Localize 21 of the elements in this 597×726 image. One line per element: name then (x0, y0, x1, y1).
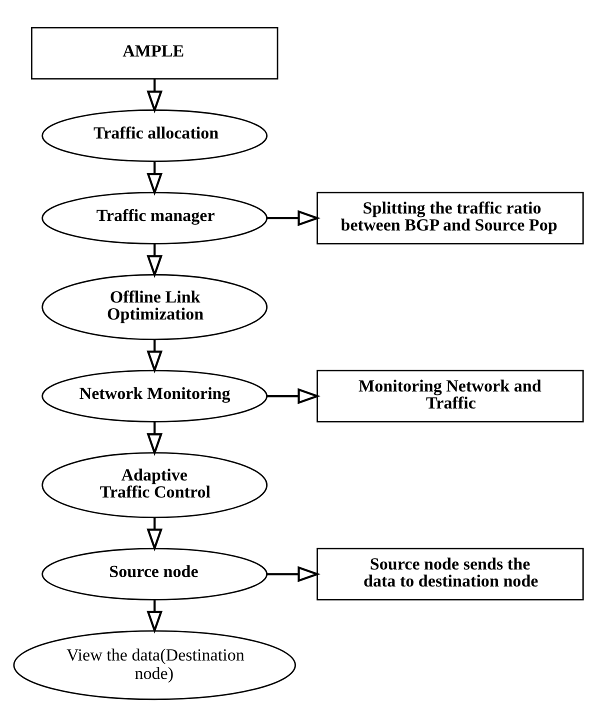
node-box: Splitting the traffic ratio between BGP and Source Pop (316, 191, 584, 244)
node-ellipse: Network Monitoring (42, 369, 268, 422)
node-box: Monitoring Network and Traffic (316, 369, 584, 422)
node-ellipse: Offline Link Optimization (42, 274, 268, 340)
node-ellipse: Adaptive Traffic Control (42, 452, 268, 518)
arrow (146, 244, 163, 278)
arrow (267, 566, 320, 582)
node-box: AMPLE (30, 26, 278, 80)
node-box: Source node sends the data to destination node (316, 547, 584, 600)
arrow (146, 160, 163, 196)
arrow (146, 78, 163, 113)
arrow (146, 517, 163, 551)
node-ellipse: Traffic manager (42, 191, 268, 244)
node-ellipse: Source node (42, 547, 268, 600)
arrow (146, 600, 163, 634)
arrow (267, 388, 320, 404)
arrow (146, 422, 163, 456)
arrow (267, 210, 320, 226)
node-ellipse: Traffic allocation (42, 108, 268, 162)
node-ellipse: View the data(Destination node) (13, 630, 296, 700)
arrow (146, 339, 163, 373)
